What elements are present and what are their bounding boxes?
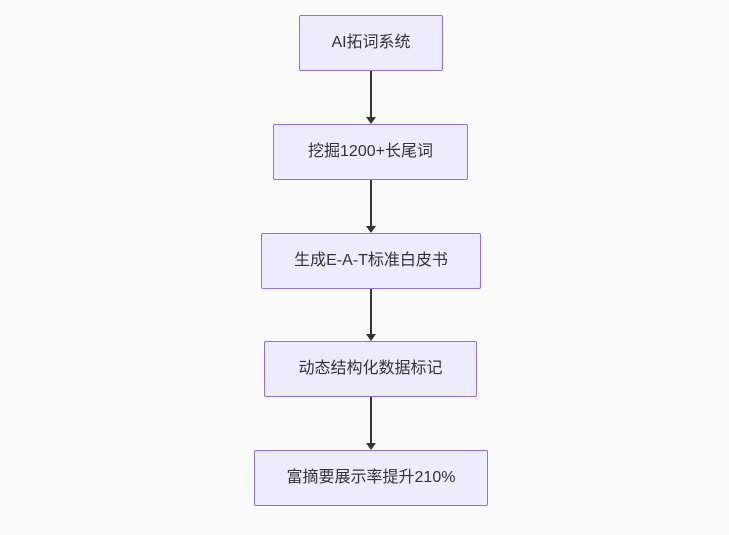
arrow-head-icon [366,334,376,341]
arrow-line [370,180,372,227]
arrow-line [370,71,372,118]
flow-node-label: 生成E-A-T标准白皮书 [294,252,448,270]
arrow-line [370,289,372,335]
flow-node-label: AI拓词系统 [331,34,411,52]
flow-node-longtail-mining: 挖掘1200+长尾词 [273,124,468,180]
arrow-head-icon [366,117,376,124]
arrow-head-icon [366,226,376,233]
arrow-line [370,397,372,444]
flow-node-rich-snippet-rate: 富摘要展示率提升210% [254,450,488,506]
flow-node-label: 挖掘1200+长尾词 [308,143,433,161]
arrow-head-icon [366,443,376,450]
flow-node-ai-keyword-system: AI拓词系统 [299,15,443,71]
flow-node-label: 动态结构化数据标记 [298,360,443,378]
flow-node-eat-whitepaper: 生成E-A-T标准白皮书 [261,233,481,289]
flow-node-structured-data-markup: 动态结构化数据标记 [264,341,477,397]
flow-node-label: 富摘要展示率提升210% [286,469,456,487]
